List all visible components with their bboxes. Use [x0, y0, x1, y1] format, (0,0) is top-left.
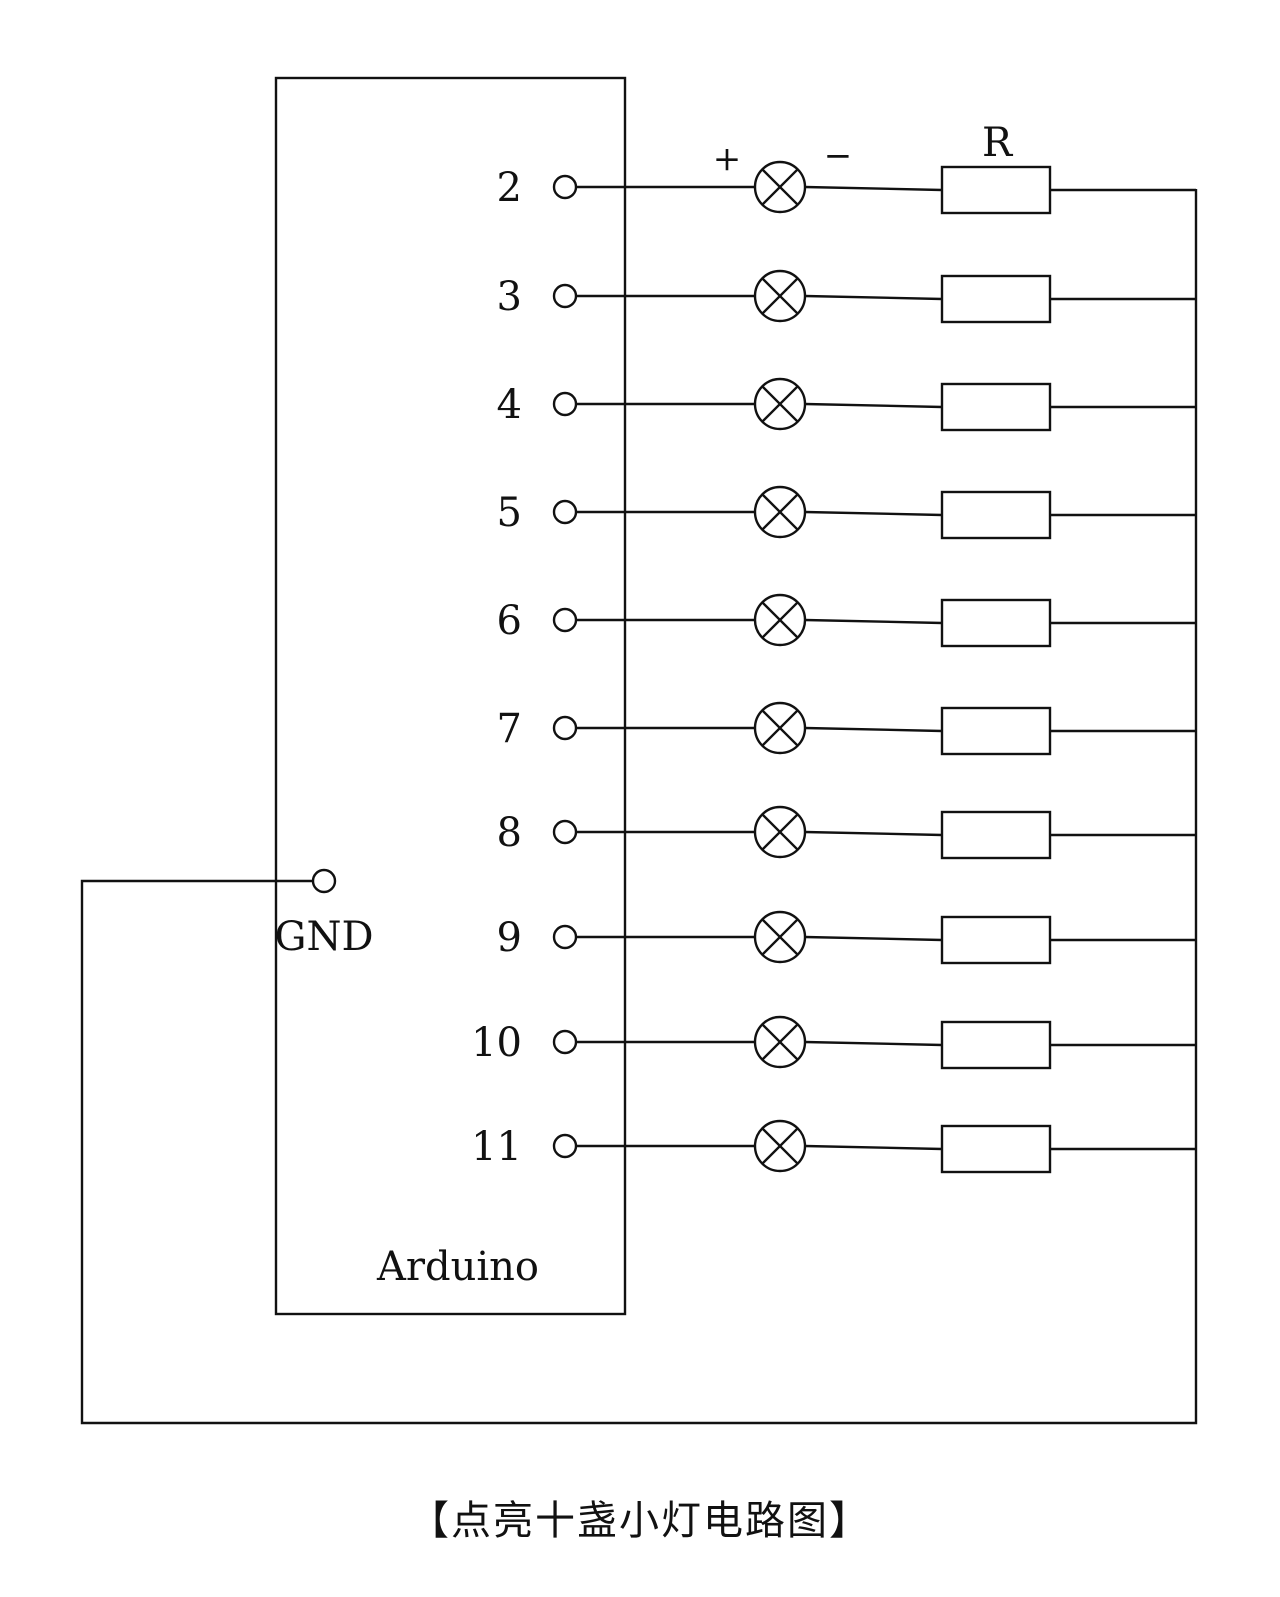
pin-label: 6 [497, 598, 522, 644]
diagram-caption: 【点亮十盏小灯电路图】 [409, 1498, 871, 1544]
minus-polarity-label: − [824, 136, 853, 176]
lamp-to-resistor-wire [804, 185, 943, 192]
resistor [940, 490, 1052, 540]
pin-rows: 2 3 4 5 6 7 8 9 10 11 [471, 160, 1196, 1174]
pin-terminal [552, 715, 578, 741]
pin-label: 8 [497, 810, 522, 856]
resistor [940, 1124, 1052, 1174]
gnd-terminal [311, 868, 337, 894]
lamp-icon [753, 269, 807, 323]
pin-label: 11 [471, 1124, 522, 1170]
lamp-to-resistor-wire [804, 618, 943, 625]
pin-terminal [552, 924, 578, 950]
lamp-to-resistor-wire [804, 726, 943, 733]
pin-row-5: 5 [497, 485, 1196, 540]
pin-label: 3 [497, 274, 522, 320]
pin-terminal [552, 499, 578, 525]
lamp-icon [753, 701, 807, 755]
pin-terminal [552, 283, 578, 309]
pin-terminal [552, 174, 578, 200]
lamp-icon [753, 805, 807, 859]
lamp-icon [753, 1015, 807, 1069]
lamp-to-resistor-wire [804, 830, 943, 837]
arduino-board [274, 76, 627, 1316]
pin-label: 9 [497, 915, 522, 961]
lamp-icon [753, 377, 807, 431]
resistor [940, 274, 1052, 324]
gnd-label: GND [274, 914, 373, 960]
pin-row-2: 2 [497, 160, 1196, 215]
resistor [940, 706, 1052, 756]
lamp-to-resistor-wire [804, 1144, 943, 1151]
lamp-to-resistor-wire [804, 510, 943, 517]
lamp-icon [753, 485, 807, 539]
lamp-icon [753, 1119, 807, 1173]
lamp-icon [753, 910, 807, 964]
arduino-label: Arduino [376, 1244, 539, 1290]
pin-terminal [552, 1133, 578, 1159]
pin-label: 10 [471, 1020, 522, 1066]
ground-return-wire [80, 189, 1198, 1425]
pin-row-9: 9 [497, 910, 1196, 965]
lamp-to-resistor-wire [804, 1040, 943, 1047]
pin-terminal [552, 819, 578, 845]
pin-row-10: 10 [471, 1015, 1196, 1070]
resistor [940, 382, 1052, 432]
pin-row-7: 7 [497, 701, 1196, 756]
lamp-icon [753, 160, 807, 214]
pin-row-4: 4 [497, 377, 1196, 432]
lamp-to-resistor-wire [804, 402, 943, 409]
pin-row-11: 11 [471, 1119, 1196, 1174]
resistor [940, 810, 1052, 860]
pin-label: 4 [497, 382, 522, 428]
pin-row-8: 8 [497, 805, 1196, 860]
pin-terminal [552, 391, 578, 417]
resistor [940, 915, 1052, 965]
pin-label: 7 [497, 706, 522, 752]
plus-polarity-label: + [713, 139, 742, 179]
pin-terminal [552, 607, 578, 633]
resistor [940, 598, 1052, 648]
resistor [940, 1020, 1052, 1070]
lamp-to-resistor-wire [804, 294, 943, 301]
pin-terminal [552, 1029, 578, 1055]
pin-row-3: 3 [497, 269, 1196, 324]
pin-label: 5 [497, 490, 522, 536]
pin-label: 2 [497, 165, 522, 211]
pin-row-6: 6 [497, 593, 1196, 648]
resistor [940, 165, 1052, 215]
resistor-label: R [982, 120, 1014, 166]
lamp-icon [753, 593, 807, 647]
lamp-to-resistor-wire [804, 935, 943, 942]
ground-circuit: GND [80, 189, 1198, 1425]
